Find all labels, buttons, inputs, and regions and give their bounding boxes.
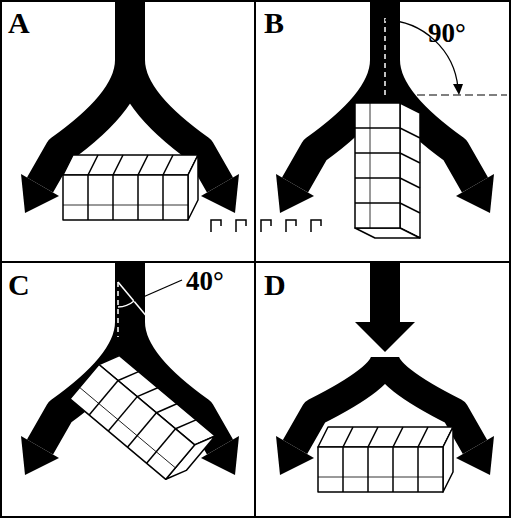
panel-letter: B <box>264 8 284 38</box>
panel-c <box>21 262 239 486</box>
panel-b <box>276 0 507 238</box>
angle-label: 90° <box>428 20 466 47</box>
panel-letter: A <box>8 8 30 38</box>
panel-letter: C <box>8 270 30 300</box>
panel-d <box>211 220 494 492</box>
panel-a <box>21 0 239 220</box>
panel-letter: D <box>264 270 286 300</box>
angle-label: 40° <box>186 268 224 295</box>
